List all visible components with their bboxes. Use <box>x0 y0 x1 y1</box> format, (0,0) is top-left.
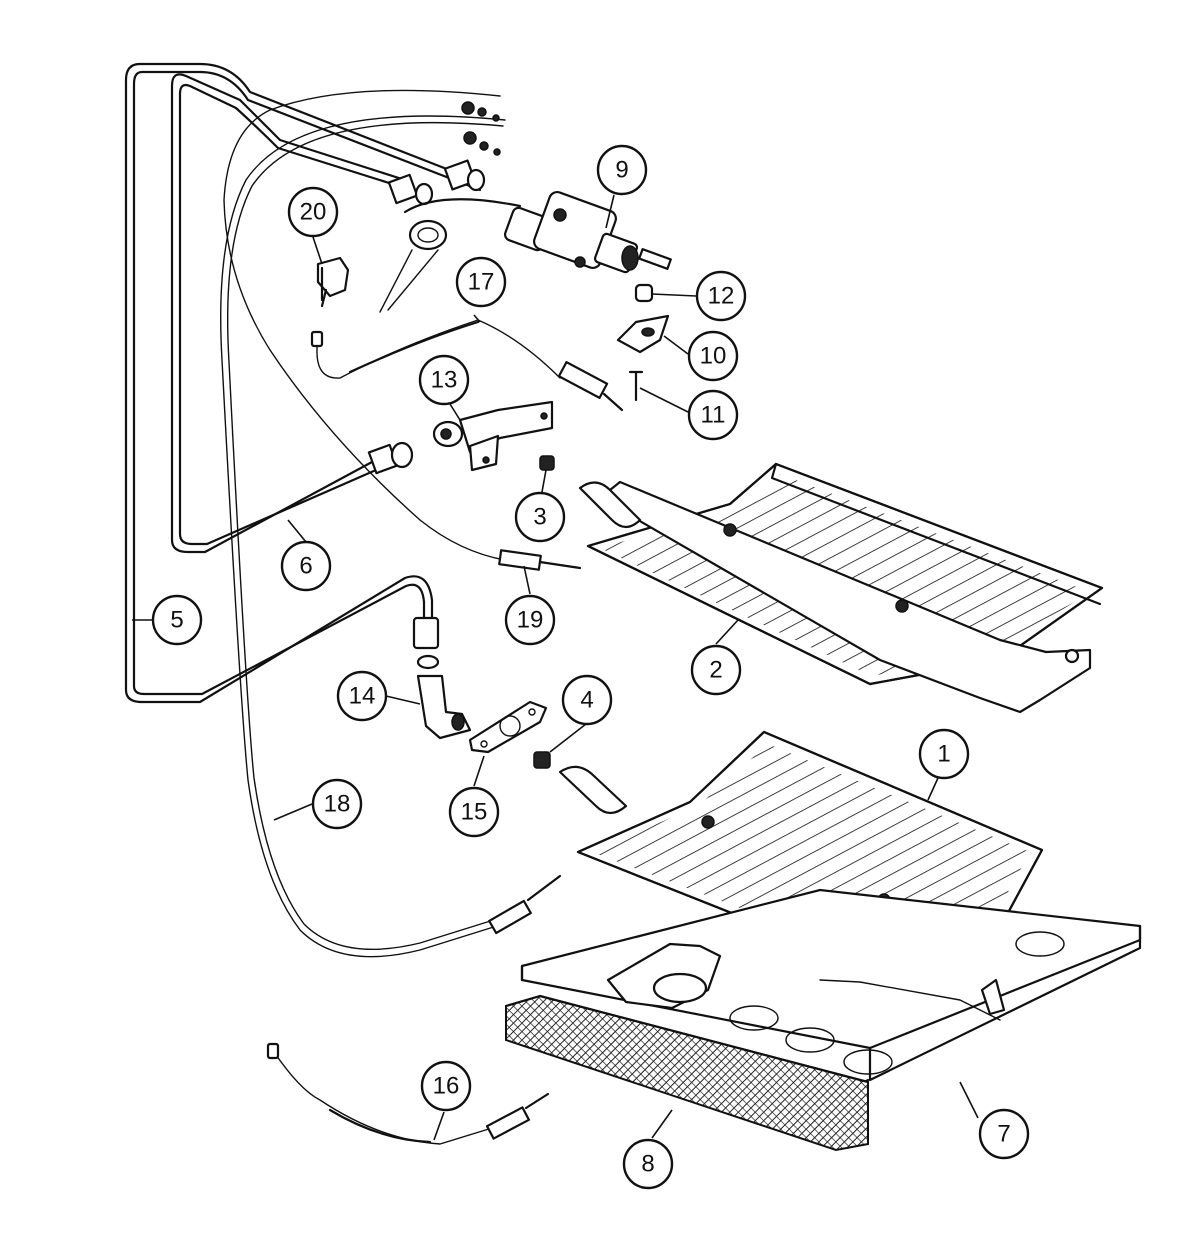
callout-9: 9 <box>596 144 648 196</box>
tube-6-fitting <box>367 441 414 475</box>
svg-text:1: 1 <box>937 741 950 768</box>
callout-8: 8 <box>622 1138 674 1190</box>
svg-text:15: 15 <box>461 799 488 826</box>
callout-1: 1 <box>918 728 970 780</box>
pilot-bracket-13 <box>432 400 554 472</box>
callout-15: 15 <box>448 786 500 838</box>
burner-2 <box>578 462 1104 714</box>
callout-6: 6 <box>280 540 332 592</box>
mesh-filter-8 <box>504 994 870 1152</box>
callout-5: 5 <box>151 594 203 646</box>
svg-text:8: 8 <box>641 1151 654 1178</box>
thermocouple-18 <box>220 115 562 958</box>
orifice-3 <box>539 455 555 471</box>
svg-text:9: 9 <box>615 157 628 184</box>
svg-text:13: 13 <box>431 367 458 394</box>
svg-text:4: 4 <box>580 687 593 714</box>
valve-seal <box>379 219 448 313</box>
callout-14: 14 <box>336 670 388 722</box>
callout-10: 10 <box>687 330 739 382</box>
callout-16: 16 <box>420 1060 472 1112</box>
burner-box-7 <box>520 888 1142 1102</box>
gas-tube-6 <box>170 73 407 554</box>
callout-18: 18 <box>311 778 363 830</box>
thermocouple-16 <box>266 1042 550 1145</box>
callout-13: 13 <box>418 354 470 406</box>
callout-3: 3 <box>514 491 566 543</box>
part-11-screw <box>628 370 644 402</box>
part-20-clip <box>316 256 350 308</box>
ignition-lead-17 <box>310 319 624 412</box>
svg-text:20: 20 <box>300 199 327 226</box>
gasket-15 <box>468 700 548 754</box>
svg-text:3: 3 <box>533 504 546 531</box>
svg-text:18: 18 <box>324 791 351 818</box>
part-12-nut <box>634 283 654 303</box>
svg-text:12: 12 <box>708 283 735 310</box>
callout-12: 12 <box>695 270 747 322</box>
callout-2: 2 <box>690 644 742 696</box>
svg-text:17: 17 <box>468 269 495 296</box>
part-10-bracket <box>616 314 670 354</box>
callout-17: 17 <box>455 256 507 308</box>
svg-text:5: 5 <box>170 607 183 634</box>
callout-4: 4 <box>561 674 613 726</box>
callout-7: 7 <box>978 1108 1030 1160</box>
gas-tube-5 <box>124 62 482 704</box>
svg-text:7: 7 <box>997 1121 1010 1148</box>
svg-text:10: 10 <box>700 343 727 370</box>
orifice-4 <box>533 751 551 769</box>
elbow-fitting-14 <box>412 616 472 740</box>
svg-text:6: 6 <box>299 553 312 580</box>
leader-lines <box>132 194 979 1141</box>
callout-20: 20 <box>287 186 339 238</box>
thermocouple-19 <box>223 89 582 571</box>
svg-text:16: 16 <box>433 1073 460 1100</box>
tube-fittings-top <box>387 159 486 206</box>
callout-19: 19 <box>504 594 556 646</box>
svg-text:11: 11 <box>701 402 726 429</box>
callout-11: 11 <box>687 389 739 441</box>
svg-text:14: 14 <box>349 683 376 710</box>
gas-valve-9 <box>403 190 672 274</box>
svg-text:2: 2 <box>709 657 722 684</box>
wire-terminals-top <box>461 101 501 156</box>
svg-text:19: 19 <box>517 607 544 634</box>
